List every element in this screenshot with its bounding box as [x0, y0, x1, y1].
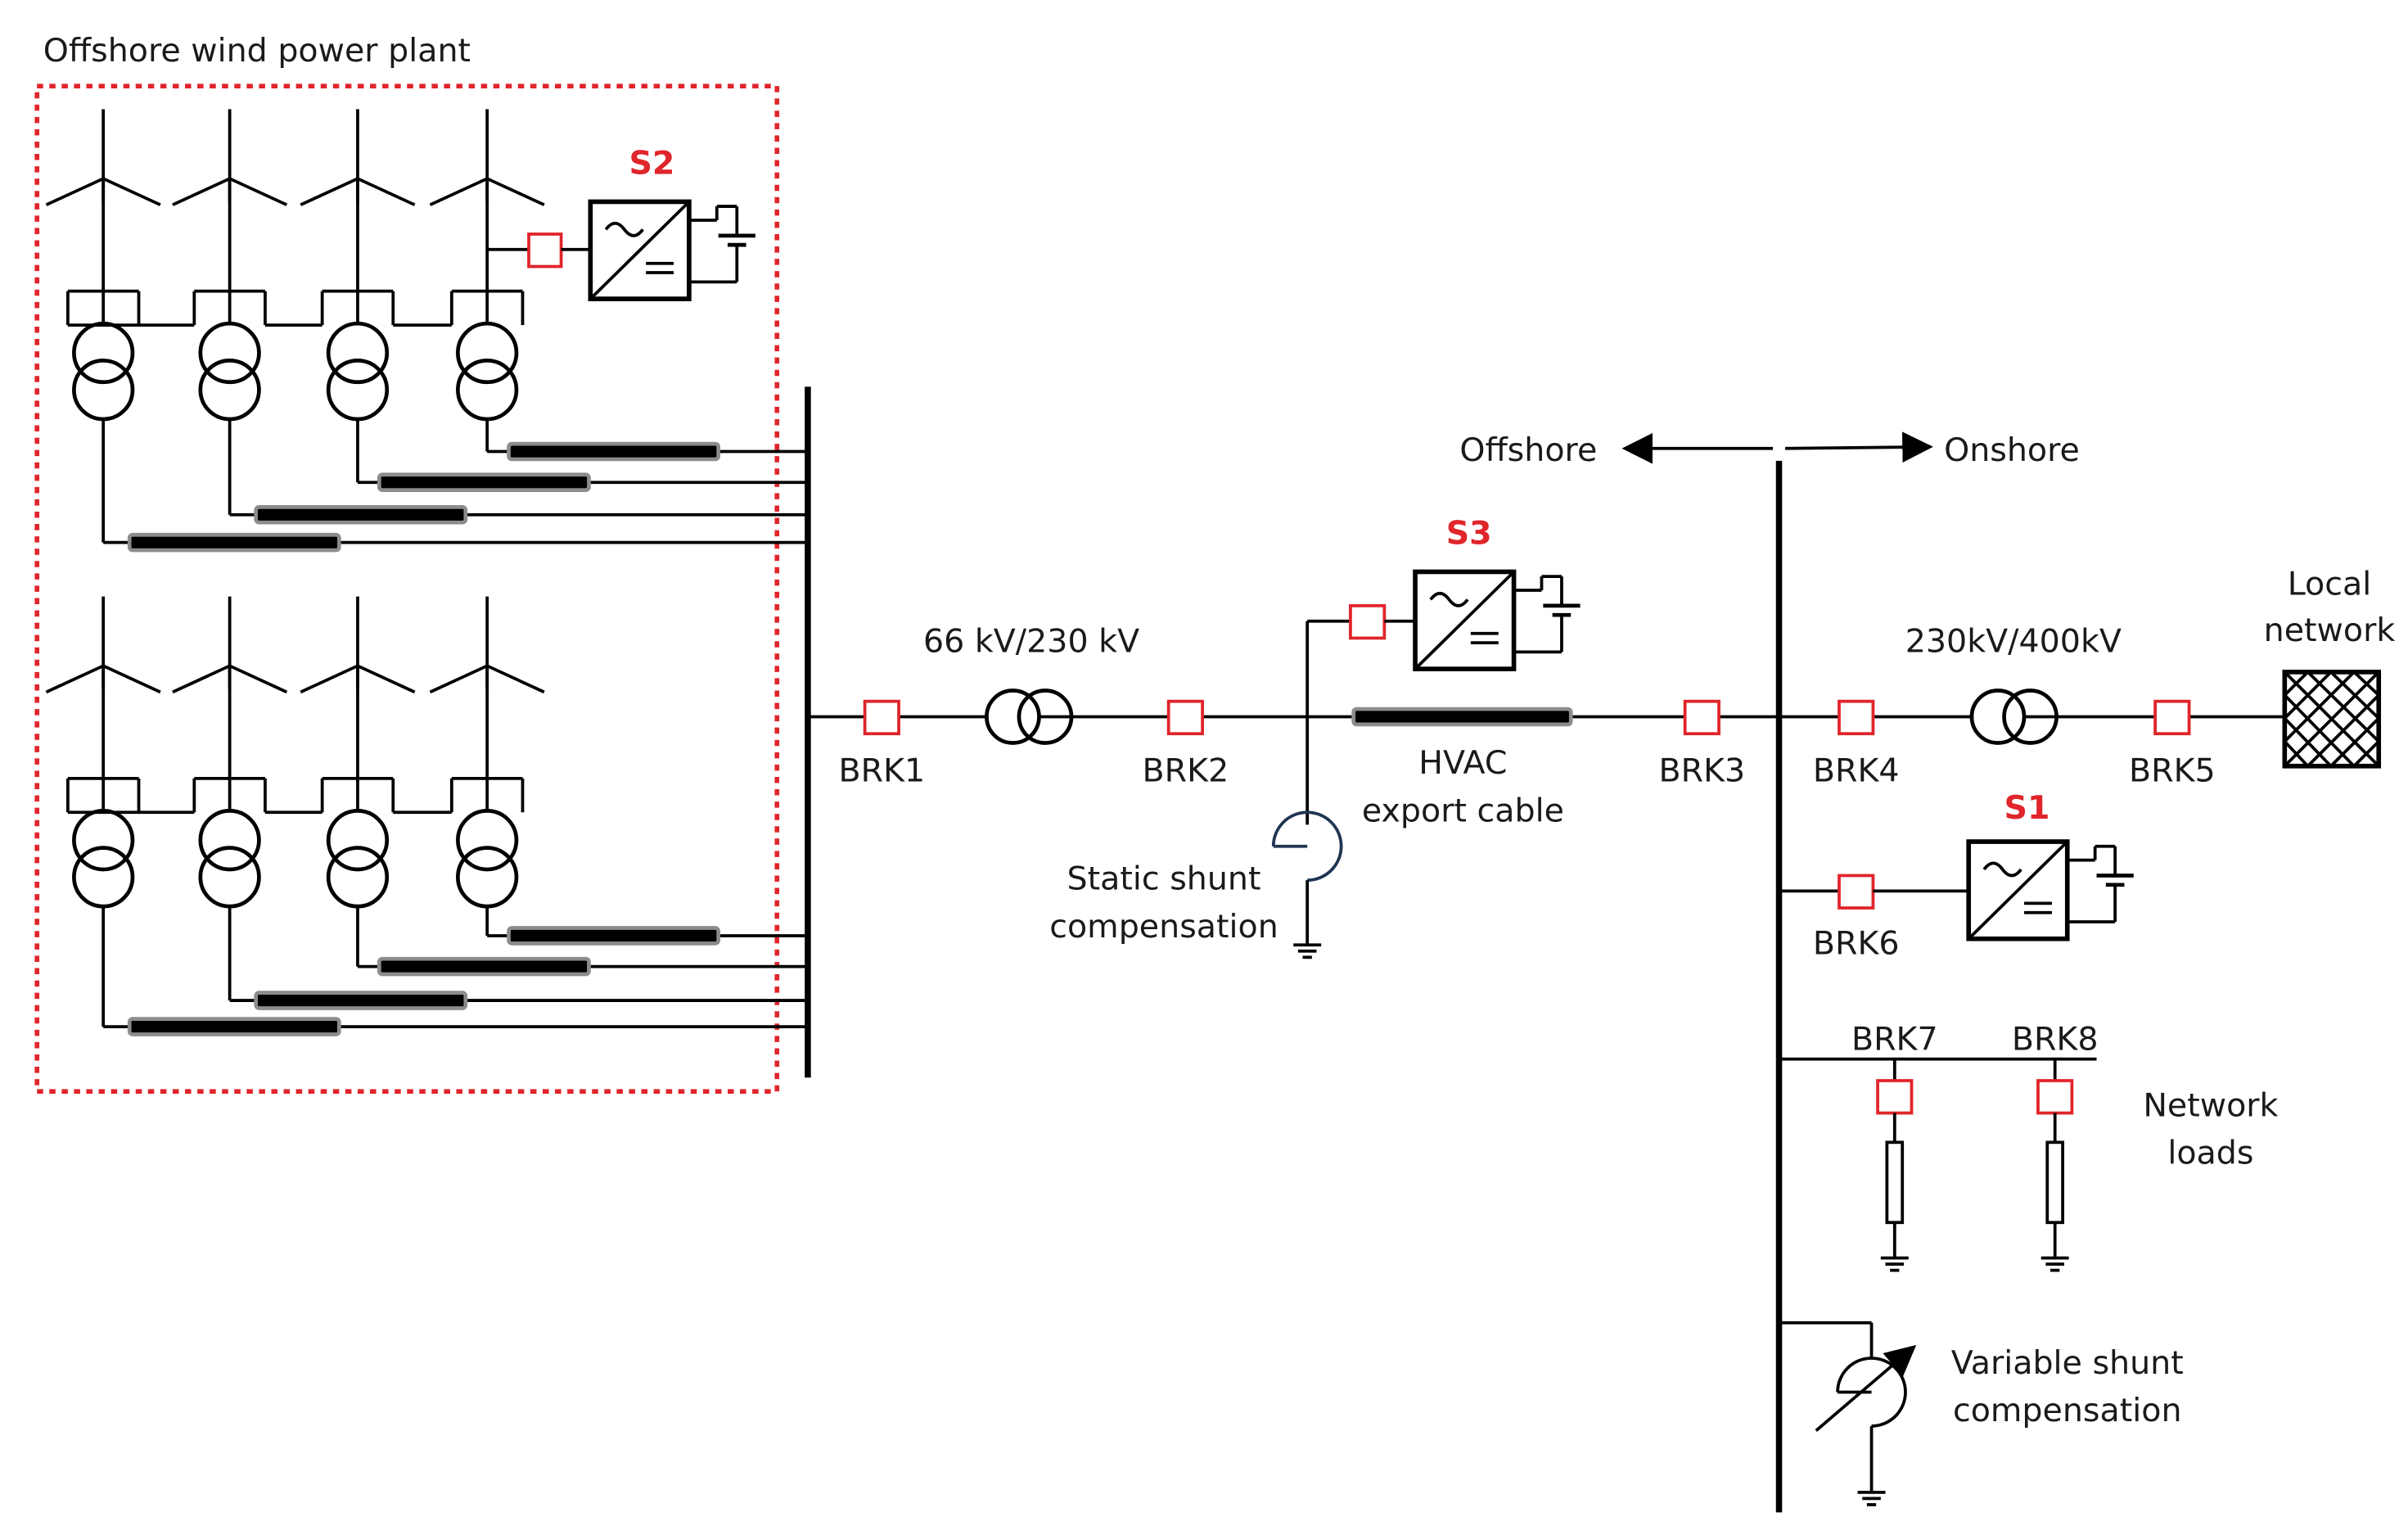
- turbine: [429, 109, 808, 462]
- variable-shunt-line2: compensation: [1953, 1392, 2182, 1429]
- main-feeder: BRK1 66 kV/230 kV BRK2 HVAC export cable…: [807, 622, 2285, 830]
- transformer-icon: [326, 809, 390, 909]
- load-resistor-icon: [1885, 1140, 1905, 1225]
- brk6-icon: [1838, 874, 1875, 910]
- transformer-icon: [72, 809, 135, 909]
- static-shunt-compensation: Static shunt compensation: [1049, 716, 1343, 959]
- ground-icon: [1880, 1256, 1909, 1272]
- transformer2-label: 230kV/400kV: [1905, 622, 2122, 660]
- s3-breaker-icon: [1349, 604, 1387, 640]
- variable-shunt-compensation: Variable shunt compensation: [1779, 1321, 2184, 1506]
- ac-wave-icon: [1429, 591, 1469, 607]
- brk1-label: BRK1: [839, 752, 926, 790]
- brk7-label: BRK7: [1851, 1020, 1938, 1058]
- brk7-icon: [1876, 1079, 1914, 1115]
- converter-icon: [1966, 839, 2134, 941]
- s3-label: S3: [1446, 515, 1492, 553]
- brk8-icon: [2036, 1079, 2074, 1115]
- turbine: [172, 596, 808, 1010]
- network-loads-line1: Network: [2143, 1086, 2278, 1124]
- static-shunt-line2: compensation: [1049, 908, 1278, 946]
- cable-label-line1: HVAC: [1418, 744, 1507, 782]
- transformer1-label: 66 kV/230 kV: [923, 622, 1139, 660]
- variable-shunt-line1: Variable shunt: [1951, 1344, 2184, 1382]
- brk4-icon: [1838, 699, 1875, 736]
- array-cable: [254, 504, 468, 525]
- s1-storage: BRK6 S1: [1779, 789, 2134, 963]
- local-network-icon: [2282, 670, 2382, 769]
- ground-icon: [2040, 1256, 2069, 1272]
- array-cable: [507, 441, 721, 462]
- brk8-label: BRK8: [2012, 1020, 2099, 1058]
- load-resistor-icon: [2045, 1140, 2064, 1225]
- s2-storage: S2: [487, 145, 755, 301]
- load: [1876, 1059, 1914, 1272]
- load: [2036, 1059, 2074, 1272]
- hvac-export-cable: [1351, 707, 1573, 727]
- network-loads: BRK7 BRK8 Network loads: [1779, 1020, 2279, 1272]
- transformer-66-230-icon: [985, 689, 1074, 745]
- transformer-icon: [326, 321, 390, 422]
- array-cable: [127, 1017, 341, 1036]
- brk1-icon: [863, 699, 900, 736]
- array-cable: [377, 472, 591, 492]
- onshore-label: Onshore: [1944, 431, 2080, 469]
- brk4-label: BRK4: [1813, 752, 1900, 790]
- brk5-label: BRK5: [2129, 752, 2216, 790]
- brk2-icon: [1166, 699, 1204, 736]
- s1-label: S1: [2004, 789, 2050, 827]
- ac-wave-icon: [604, 221, 644, 237]
- plant-boundary: [34, 84, 780, 1095]
- array-cable: [507, 926, 721, 946]
- offshore-onshore-divider: Offshore Onshore: [1459, 431, 2080, 469]
- brk3-label: BRK3: [1659, 752, 1746, 790]
- transformer-icon: [198, 321, 261, 422]
- local-network-line2: network: [2264, 612, 2396, 649]
- ground-icon: [1857, 1491, 1886, 1506]
- s3-storage: S3: [1305, 515, 1581, 717]
- transformer-icon: [456, 809, 519, 909]
- cable-label-line2: export cable: [1362, 792, 1564, 830]
- turbine: [45, 109, 808, 553]
- turbine: [172, 109, 808, 525]
- ground-icon: [1293, 943, 1322, 959]
- transformer-icon: [198, 809, 261, 909]
- transformer-icon: [72, 321, 135, 422]
- brk2-label: BRK2: [1143, 752, 1229, 790]
- network-loads-line2: loads: [2167, 1135, 2253, 1172]
- plant-title: Offshore wind power plant: [43, 32, 471, 70]
- converter-icon: [1413, 569, 1581, 671]
- s2-label: S2: [629, 145, 674, 183]
- offshore-label: Offshore: [1459, 431, 1597, 469]
- brk6-label: BRK6: [1813, 925, 1900, 963]
- s2-breaker-icon: [527, 233, 563, 269]
- converter-icon: [588, 199, 755, 301]
- transformer-230-400-icon: [1969, 689, 2059, 745]
- array-cable: [254, 991, 468, 1010]
- turbine: [45, 596, 808, 1036]
- turbine: [429, 596, 808, 946]
- turbine: [300, 109, 808, 492]
- static-shunt-line1: Static shunt: [1067, 860, 1261, 897]
- array-cable: [127, 532, 341, 553]
- array-cable: [377, 956, 591, 977]
- transformer-icon: [456, 321, 519, 422]
- offshore-plant: Offshore wind power plant: [34, 32, 808, 1095]
- turbine-groups: [45, 109, 808, 1036]
- grid-connection: BRK4 230kV/400kV BRK5 Local network: [1813, 566, 2395, 790]
- reactor-icon: [1271, 810, 1343, 883]
- brk3-icon: [1683, 699, 1720, 736]
- turbine: [300, 596, 808, 977]
- brk5-icon: [2153, 699, 2191, 736]
- ac-wave-icon: [1982, 861, 2022, 878]
- local-network-line1: Local: [2288, 566, 2372, 603]
